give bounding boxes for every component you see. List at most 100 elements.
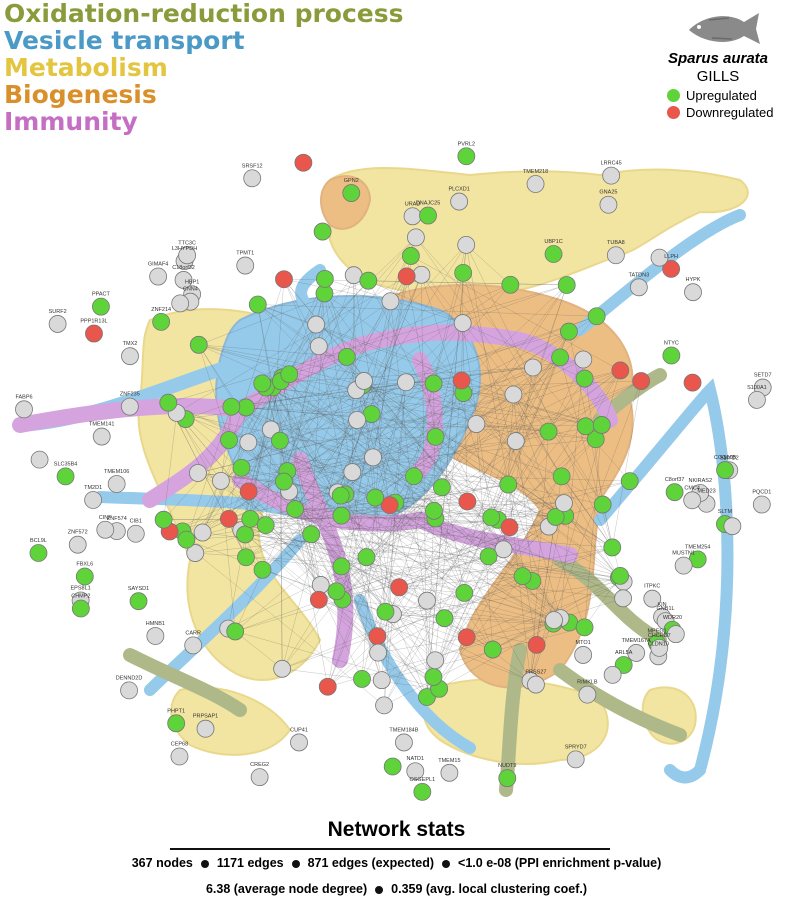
protein-node <box>273 659 292 678</box>
node-label: TMEM141 <box>89 422 114 428</box>
protein-node <box>120 681 138 700</box>
interaction-edge <box>202 237 417 533</box>
interaction-edge <box>426 284 567 698</box>
protein-node <box>524 358 542 377</box>
protein-node <box>343 463 362 481</box>
interaction-edge <box>310 413 372 535</box>
node-label: ARL5A <box>615 650 633 656</box>
interaction-edge <box>399 556 489 588</box>
node-label: SLC35B4 <box>54 461 78 467</box>
interaction-edge <box>462 323 468 502</box>
node-label: KIN <box>657 602 666 608</box>
node-label: PPACT <box>92 292 111 298</box>
node-label: TMEM167A <box>622 638 651 644</box>
protein-node <box>574 646 593 664</box>
interaction-edge <box>245 502 396 558</box>
interaction-edge <box>281 377 320 600</box>
node-label: ZNF574 <box>107 516 127 522</box>
protein-node <box>551 348 569 367</box>
node-label: TMEM15 <box>438 758 460 764</box>
node-label: CHCHD7 <box>648 633 671 639</box>
protein-node <box>357 548 376 567</box>
interaction-edge <box>235 631 440 690</box>
protein-node <box>452 371 471 390</box>
interaction-edge <box>560 359 584 619</box>
interaction-edge <box>287 439 596 472</box>
interaction-edge <box>435 480 630 519</box>
interaction-edge <box>548 526 585 628</box>
interaction-edge <box>346 356 602 426</box>
protein-node <box>383 757 402 776</box>
bullet-icon <box>442 859 451 868</box>
node-label: TMEM254 <box>685 544 710 550</box>
node-label: SAYSD1 <box>128 586 149 592</box>
interaction-edge <box>488 439 596 557</box>
interaction-edge <box>289 356 347 375</box>
node-label: PVRL2 <box>458 141 475 147</box>
interaction-edge <box>257 304 514 395</box>
interaction-edge <box>281 301 391 378</box>
node-label: MPEG1 <box>647 628 666 634</box>
protein-node <box>748 391 766 409</box>
node-label: GIMAF4 <box>148 262 168 268</box>
stat-expected: 871 edges (expected) <box>307 856 435 870</box>
interaction-edge <box>281 377 436 519</box>
interaction-edge <box>198 344 464 394</box>
interaction-edge <box>279 244 467 441</box>
interaction-edge <box>195 519 498 554</box>
interaction-edge <box>421 274 613 548</box>
node-label: S100A1 <box>747 385 767 391</box>
protein-node <box>501 275 520 294</box>
protein-node <box>390 578 409 597</box>
interaction-edge <box>186 529 242 540</box>
interaction-edge <box>257 304 523 577</box>
protein-node <box>412 265 431 284</box>
protein-node <box>498 769 517 788</box>
interaction-edge <box>294 508 555 621</box>
protein-node <box>280 365 299 384</box>
interaction-edge <box>513 394 556 518</box>
protein-node <box>311 576 330 594</box>
interaction-edge <box>169 367 534 532</box>
protein-node <box>404 467 423 486</box>
node-label: SPRYD7 <box>565 744 587 750</box>
protein-node <box>355 372 373 390</box>
protein-node <box>395 733 413 752</box>
interaction-edge <box>197 370 621 474</box>
interaction-edge <box>320 370 621 586</box>
interaction-edge <box>435 436 613 548</box>
protein-node <box>68 535 87 554</box>
protein-node <box>196 719 215 738</box>
node-label: DENND2D <box>116 675 143 681</box>
protein-node <box>527 675 545 694</box>
interaction-edge <box>198 344 281 382</box>
protein-node <box>454 263 473 282</box>
protein-node <box>84 491 103 509</box>
interaction-edge <box>421 274 428 697</box>
interaction-edge <box>389 504 561 619</box>
protein-node <box>315 269 334 288</box>
protein-node <box>433 478 451 497</box>
protein-node <box>239 482 258 501</box>
interaction-edge <box>245 407 372 415</box>
interaction-edge <box>202 278 326 533</box>
interaction-edge <box>241 276 407 531</box>
protein-node <box>426 427 445 446</box>
interaction-edge <box>395 502 523 577</box>
protein-node <box>309 337 328 356</box>
interaction-edge <box>327 516 556 687</box>
interaction-edge <box>262 237 417 384</box>
interaction-edge <box>176 412 435 512</box>
node-label: SRSF12 <box>242 163 263 169</box>
protein-node <box>271 431 289 450</box>
stats-divider <box>170 848 610 850</box>
interaction-edge <box>336 515 566 592</box>
node-label: ZNF214 <box>151 307 171 313</box>
node-label: CMC4 <box>684 485 700 491</box>
interaction-edge <box>289 374 374 458</box>
interaction-edge <box>262 284 567 570</box>
down-dot-icon <box>667 106 680 119</box>
interaction-edge <box>220 480 236 632</box>
node-label: SMYD2 <box>720 455 739 461</box>
